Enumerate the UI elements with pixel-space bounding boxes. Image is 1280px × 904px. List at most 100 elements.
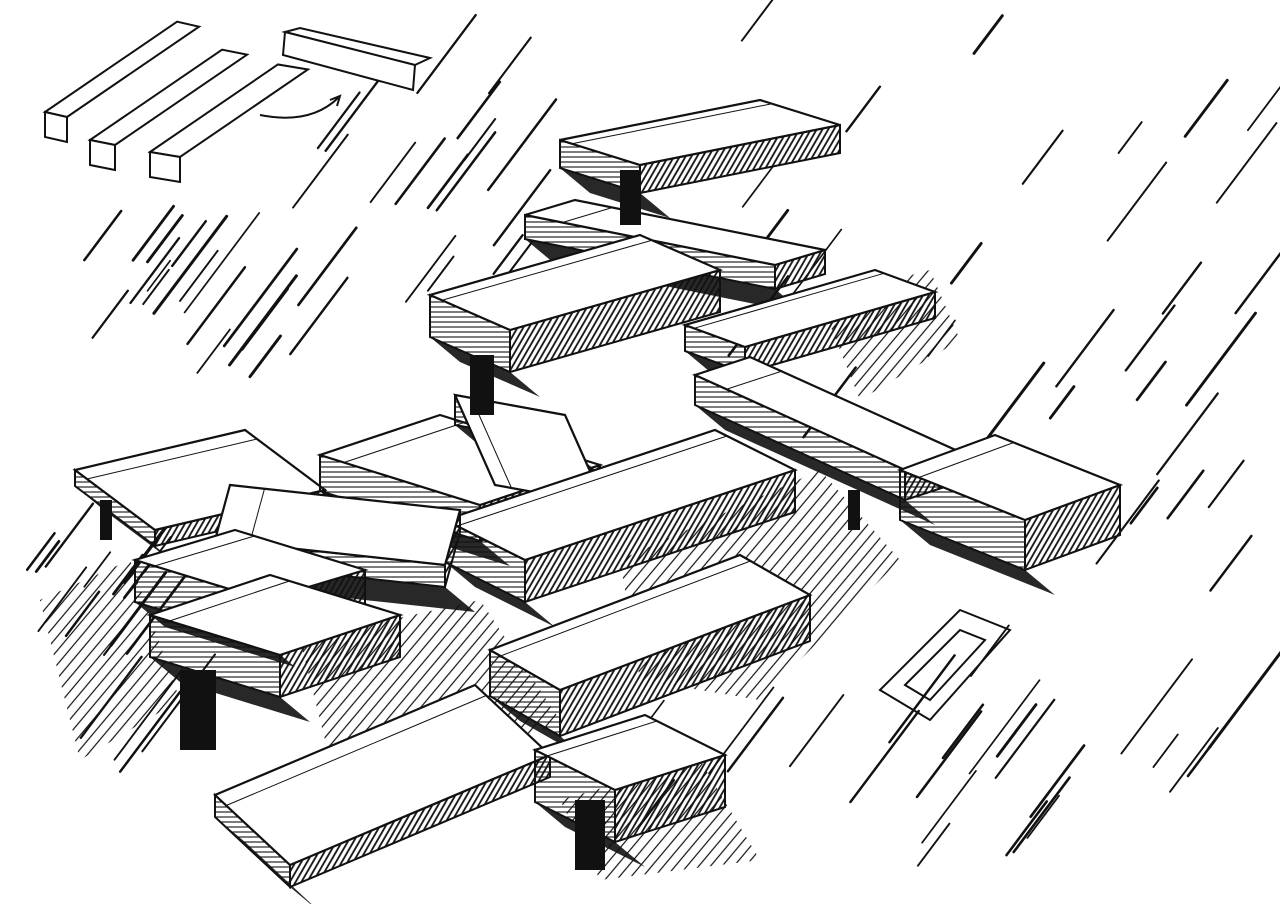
beam-legend-sketch [42,20,434,184]
rain-stroke [916,822,951,867]
rain-stroke [994,698,1056,779]
building-volume [559,98,841,218]
rain-stroke [915,710,983,799]
rain-stroke [1106,161,1168,242]
rain-stroke [1207,459,1245,509]
top-face [681,268,939,349]
legend-beam-2-end [89,138,116,172]
construction-line [154,535,255,567]
rain-stroke [492,168,552,247]
building-volume [487,553,813,761]
rain-stroke [416,13,477,95]
cast-shadow [560,168,670,218]
construction-line [169,580,290,622]
rain-stroke [1117,121,1143,154]
legend-beam-3-end [149,150,181,184]
rain-stroke [849,709,920,804]
rain-stroke [142,268,170,306]
rain-stroke [995,703,1038,758]
cast-shadow [695,405,935,525]
rain-stroke [788,694,845,768]
column [848,490,860,530]
legend-beam-rotated-side [281,30,417,92]
building-volume [442,428,798,627]
rain-stroke [91,289,129,339]
construction-line [226,695,487,806]
plinth-outline [878,608,1012,722]
rain-stroke [1186,681,1260,778]
rain-stroke [1095,479,1160,565]
rain-stroke [1156,392,1219,476]
construction-line [86,438,258,480]
top-face [524,198,826,267]
rain-stroke [888,654,956,744]
rain-stroke [129,236,181,305]
rain-stroke [1048,385,1076,420]
rain-stroke [426,255,455,292]
column [100,500,112,540]
rain-stroke [44,502,95,568]
rain-stroke [146,214,184,264]
rain-stroke [741,165,775,208]
rain-stroke [404,234,457,303]
construction-line [562,207,613,223]
building-volumes [72,98,1124,904]
building-volume [896,433,1124,595]
rain-stroke [369,141,417,204]
rain-stroke [486,98,558,192]
construction-line [571,103,773,145]
rain-stroke [179,249,219,302]
rain-stroke [1215,122,1278,204]
rain-stroke [1005,800,1049,857]
rain-stroke [1169,727,1219,793]
top-face [896,433,1124,522]
top-face [442,428,798,562]
rain-stroke [222,247,299,348]
rain-stroke [83,209,123,262]
rain-stroke [726,696,785,773]
construction-line [500,560,751,657]
rain-stroke [1209,534,1253,592]
rain-stroke [1135,360,1167,402]
rain-stroke [1055,308,1115,388]
rain-stroke [456,80,502,140]
rain-stroke [292,133,349,209]
rain-stroke [196,328,231,374]
top-face [559,98,841,167]
rain-stroke [492,234,524,275]
rain-stroke [1183,78,1229,138]
top-face [131,528,369,602]
rain-stroke [34,539,61,573]
rain-stroke [1152,733,1179,768]
rain-stroke [131,204,175,262]
rain-stroke [941,703,985,760]
rain-stroke [1124,304,1176,372]
rain-stroke [316,91,361,150]
rain-stroke [435,131,497,212]
top-face [146,573,404,657]
construction-line [693,272,885,329]
rain-stroke [845,85,882,133]
construction-line [456,435,728,527]
rain-stroke [297,226,358,307]
top-face [532,713,728,792]
plinth-inner [903,628,987,702]
rain-stroke [1021,129,1064,185]
rain-stroke [1129,486,1159,525]
construction-line [546,720,658,757]
rain-stroke [1247,85,1280,132]
rain-stroke [949,242,983,285]
rain-stroke [1029,744,1086,819]
cast-shadow [445,562,555,627]
construction-line [343,422,465,463]
rain-stroke [186,266,247,346]
rain-stroke [763,208,790,243]
top-face [487,553,813,692]
rain-stroke [248,334,282,379]
rain-stroke [183,212,261,314]
rain-stroke [1161,261,1203,315]
construction-line [441,239,653,301]
rain-stroke [1012,776,1071,854]
